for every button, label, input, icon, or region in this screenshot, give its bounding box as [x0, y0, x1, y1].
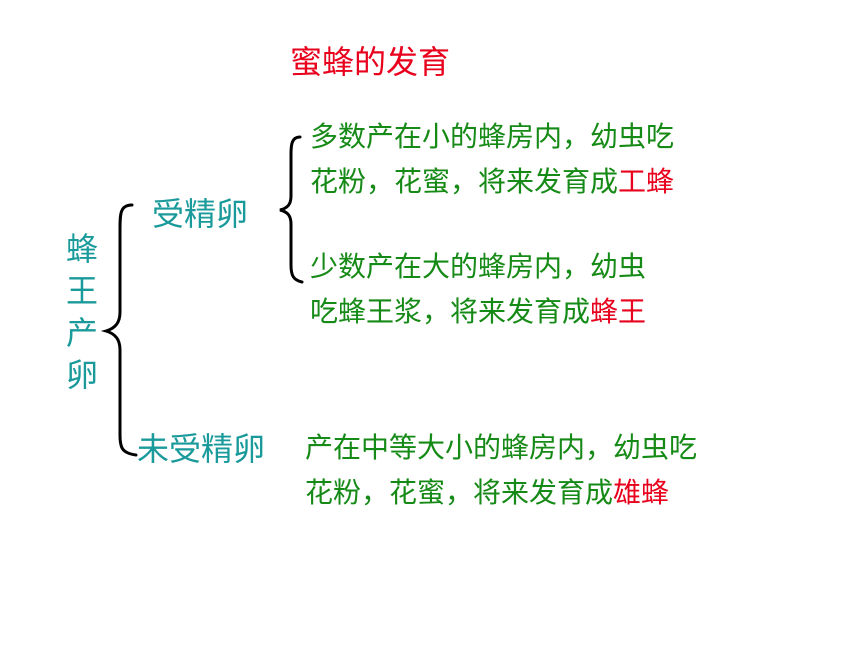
- root-node: 蜂 王 产 卵: [62, 228, 102, 396]
- drone-line-2-text: 花粉，花蜜，将来发育成: [305, 476, 614, 509]
- fertilized-egg-label: 受精卵: [152, 195, 249, 233]
- drone-line-2: 花粉，花蜜，将来发育成雄蜂: [305, 470, 697, 515]
- root-char: 产: [65, 314, 98, 352]
- queen-line-2-text: 吃蜂王浆，将来发育成: [310, 295, 591, 328]
- queen-description: 少数产在大的蜂房内，幼虫 吃蜂王浆，将来发育成蜂王: [310, 244, 646, 334]
- unfertilized-egg-label: 未受精卵: [137, 430, 266, 468]
- worker-line-2: 花粉，花蜜，将来发育成工蜂: [310, 159, 674, 204]
- root-char: 卵: [65, 356, 98, 394]
- worker-line-1: 多数产在小的蜂房内，幼虫吃: [310, 120, 675, 153]
- drone-bee-highlight: 雄蜂: [613, 476, 670, 509]
- diagram-title: 蜜蜂的发育: [290, 43, 451, 81]
- root-char: 王: [65, 272, 98, 310]
- queen-line-2: 吃蜂王浆，将来发育成蜂王: [310, 289, 646, 334]
- worker-line-2-text: 花粉，花蜜，将来发育成: [310, 165, 619, 198]
- main-brace: [100, 203, 138, 457]
- worker-description: 多数产在小的蜂房内，幼虫吃 花粉，花蜜，将来发育成工蜂: [310, 114, 674, 204]
- root-char: 蜂: [65, 230, 98, 268]
- drone-description: 产在中等大小的蜂房内，幼虫吃 花粉，花蜜，将来发育成雄蜂: [305, 425, 697, 515]
- fertilized-brace: [279, 135, 304, 284]
- queen-line-1: 少数产在大的蜂房内，幼虫: [310, 250, 647, 283]
- drone-line-1: 产在中等大小的蜂房内，幼虫吃: [305, 431, 698, 464]
- worker-bee-highlight: 工蜂: [618, 165, 675, 198]
- queen-bee-highlight: 蜂王: [590, 295, 647, 328]
